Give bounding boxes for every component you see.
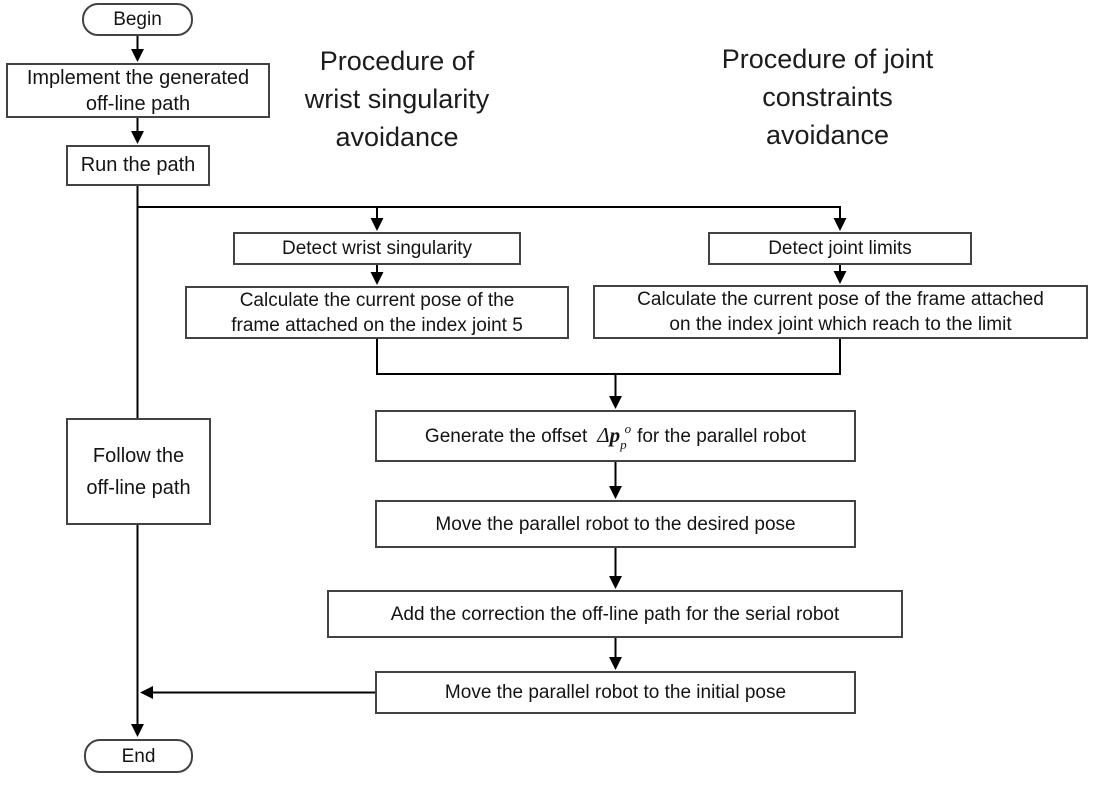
node-detect-joint-limits: Detect joint limits	[708, 232, 972, 265]
node-line: frame attached on the index joint 5	[231, 314, 523, 336]
node-detect-wrist-singularity: Detect wrist singularity	[233, 232, 521, 265]
node-implement-offline-path: Implement the generated off-line path	[6, 63, 270, 118]
formula-base-p: p	[609, 422, 621, 447]
node-label: Move the parallel robot to the initial p…	[444, 682, 787, 703]
node-move-parallel-initial-pose: Move the parallel robot to the initial p…	[375, 671, 856, 714]
header-line: avoidance	[335, 122, 459, 152]
node-add-correction-serial-robot: Add the correction the off-line path for…	[327, 590, 903, 638]
formula-delta: Δ	[597, 422, 610, 447]
node-line: Implement the generated	[26, 66, 250, 89]
node-line: off-line path	[85, 92, 191, 115]
node-line: Calculate the current pose of the frame …	[637, 289, 1044, 310]
node-begin-label: Begin	[113, 9, 162, 30]
header-line: constraints	[762, 82, 893, 112]
generate-suffix: for the parallel robot	[637, 425, 807, 447]
node-begin: Begin	[82, 3, 193, 36]
node-run-the-path: Run the path	[66, 145, 210, 186]
header-line: Procedure of	[319, 46, 475, 76]
node-line: off-line path	[86, 476, 191, 499]
node-end: End	[84, 739, 193, 773]
node-line: on the index joint which reach to the li…	[669, 314, 1012, 335]
formula-subscript: p	[620, 436, 627, 452]
node-follow-offline-path: Follow the off-line path	[66, 418, 211, 525]
node-label: Add the correction the off-line path for…	[390, 603, 840, 625]
node-move-parallel-desired-pose: Move the parallel robot to the desired p…	[375, 500, 856, 548]
formula-superscript: o	[624, 420, 632, 436]
header-line: wrist singularity	[304, 84, 490, 114]
node-calculate-pose-joint5: Calculate the current pose of the frame …	[185, 286, 569, 339]
header-line: Procedure of joint	[721, 44, 934, 74]
node-end-label: End	[121, 745, 156, 767]
header-line: avoidance	[765, 120, 890, 150]
node-label: Detect joint limits	[768, 238, 912, 259]
column-header-wrist-singularity: Procedure of wrist singularity avoidance	[277, 42, 517, 156]
node-line: Calculate the current pose of the	[239, 289, 515, 311]
node-run-label: Run the path	[80, 154, 196, 176]
node-calculate-pose-joint-limit: Calculate the current pose of the frame …	[593, 285, 1088, 339]
node-line: Follow the	[92, 444, 185, 467]
column-header-joint-constraints: Procedure of joint constraints avoidance	[705, 40, 950, 154]
node-label: Detect wrist singularity	[281, 238, 473, 259]
node-label: Move the parallel robot to the desired p…	[435, 513, 796, 535]
generate-prefix: Generate the offset	[424, 425, 588, 447]
